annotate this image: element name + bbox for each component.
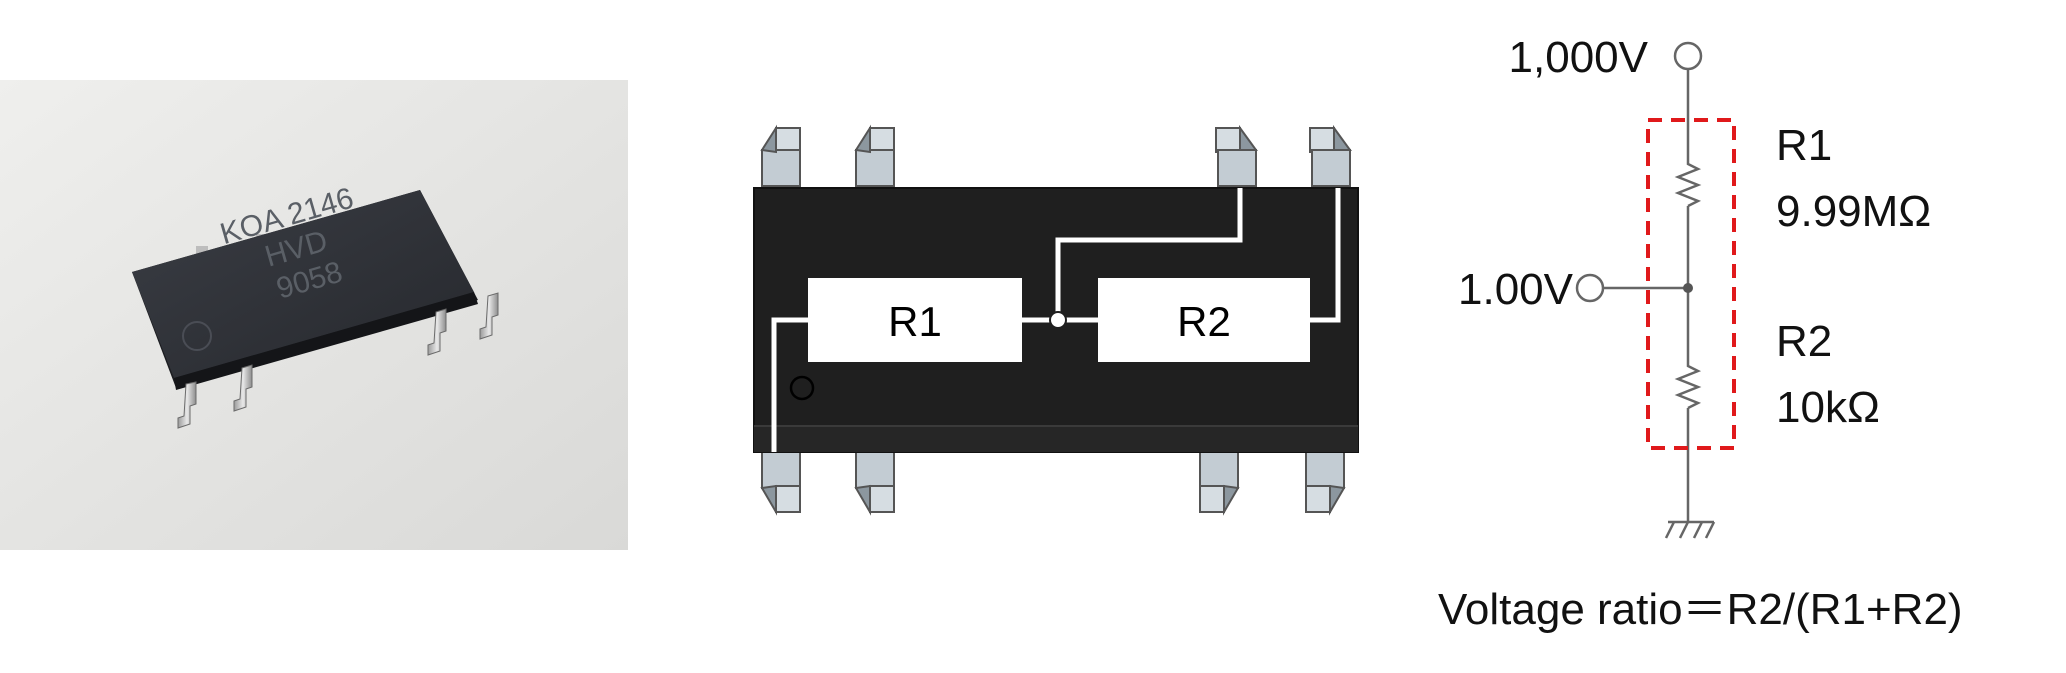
package-pin1-dot [789, 375, 815, 401]
r2-value-label: 10kΩ [1776, 383, 1880, 432]
package-r2-box [1098, 278, 1310, 362]
mid-voltage-label: 1.00V [1458, 265, 1574, 314]
chip-pins-front [177, 292, 499, 429]
top-terminal [1673, 41, 1703, 71]
top-voltage-label: 1,000V [1509, 33, 1649, 82]
package-top-leads [760, 124, 1352, 187]
pin1-dot [182, 321, 212, 351]
schematic-junction [1683, 283, 1693, 293]
product-photo: KOA 2146 HVD 9058 [0, 80, 628, 550]
package-body-lower-edge [754, 426, 1358, 452]
r2-resistor-symbol [1674, 362, 1702, 410]
package-diagram: R1 R2 [753, 124, 1359, 516]
schematic: 1,000V 1.00V R1 9.99MΩ R2 [1438, 33, 1963, 634]
voltage-ratio-formula: Voltage ratio＝R2/(R1+R2) [1438, 585, 1963, 634]
package-r2-label: R2 [1177, 298, 1231, 345]
package-r1-box [808, 278, 1022, 362]
r1-name-label: R1 [1776, 121, 1832, 170]
r2-name-label: R2 [1776, 317, 1832, 366]
schematic-wires [1603, 69, 1690, 522]
r1-value-label: 9.99MΩ [1776, 187, 1931, 236]
package-junction [1049, 311, 1067, 329]
package-r1-label: R1 [888, 298, 942, 345]
package-wires [771, 188, 1341, 452]
mid-terminal [1575, 273, 1605, 303]
ground-icon [1664, 520, 1716, 539]
r1-resistor-symbol [1674, 160, 1702, 208]
package-bottom-leads [760, 451, 1346, 516]
